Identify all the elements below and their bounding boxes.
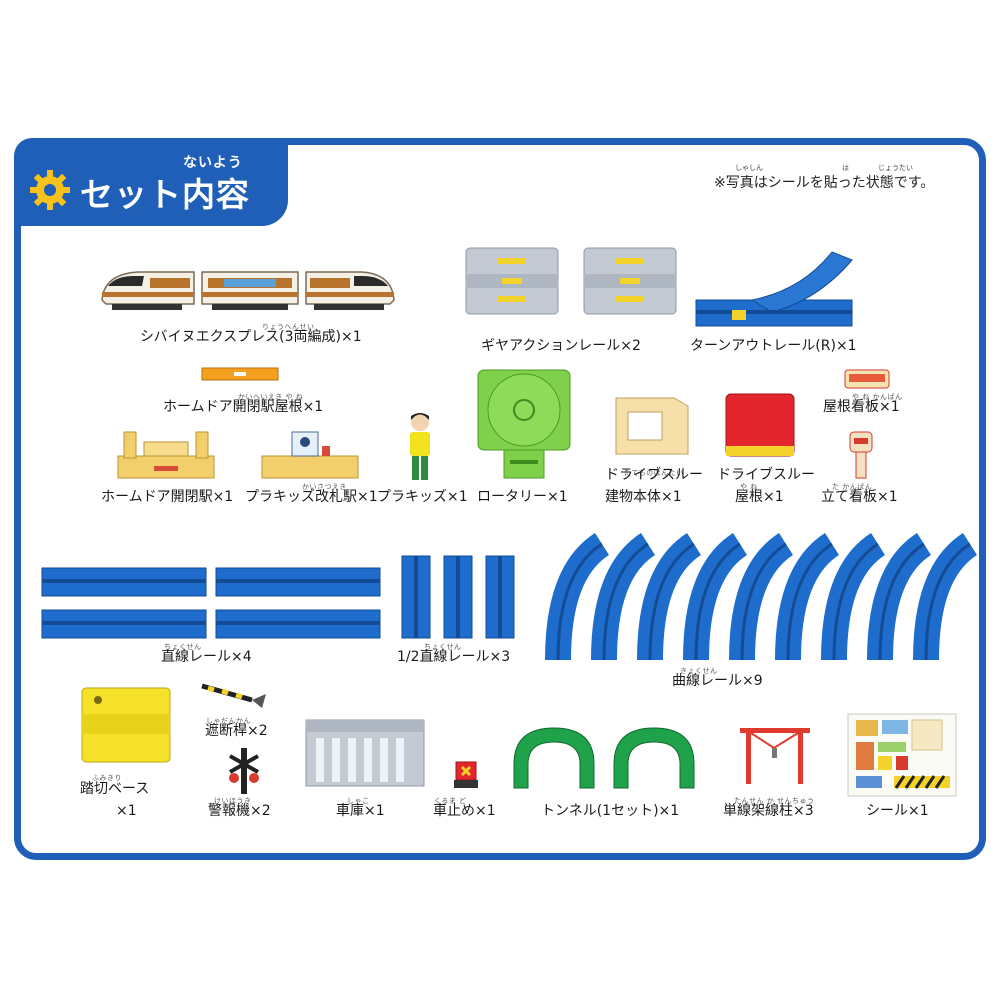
- crossing-base-label-1: 踏切ベース: [80, 781, 150, 797]
- crossing-base: [81, 687, 171, 763]
- ticket-gate-label: プラキッズ改札駅×1: [245, 489, 378, 505]
- shed-label: 車庫×1: [336, 803, 385, 819]
- drive-through-building: [615, 397, 689, 455]
- pole-label: 単線架線柱×3: [723, 803, 814, 819]
- home-roof-label: ホームドア開閉駅屋根×1: [163, 399, 324, 415]
- straight-ruby: ちょくせん: [164, 643, 202, 651]
- home-roof-ruby: かいへいえき や ね: [238, 393, 304, 401]
- stand-sign-ruby: た かんばん: [832, 483, 873, 491]
- alarm-ruby: けいほうき: [214, 797, 252, 805]
- straight-label: 直線レール×4: [161, 649, 252, 665]
- drive-roof-label-2: 屋根×1: [735, 489, 784, 505]
- drive-roof-ruby: や ね: [740, 483, 758, 491]
- barrier-ruby: しゃだんかん: [206, 717, 251, 725]
- sticker-sheet: [847, 713, 957, 797]
- tunnel-label: トンネル(1セット)×1: [541, 803, 680, 819]
- rotary-label: ロータリー×1: [477, 489, 568, 505]
- shed-ruby: しゃこ: [347, 797, 370, 805]
- half-straight-label: 1/2直線レール×3: [397, 649, 511, 665]
- overhead-line-pole: [740, 728, 810, 784]
- plakids-label: プラキッズ×1: [377, 489, 468, 505]
- straight-rails: [41, 567, 381, 639]
- turnout-rail: [695, 251, 853, 327]
- stopper-label: 車止め×1: [433, 803, 496, 819]
- alarm-label: 警報機×2: [208, 803, 271, 819]
- title-ruby: ないよう: [183, 155, 243, 171]
- curved-rails: [545, 533, 978, 661]
- drive-body-ruby: たてものほんたい: [624, 469, 684, 477]
- note-ruby: は: [842, 164, 849, 172]
- crossing-base-label-2: ×1: [116, 803, 137, 819]
- photo-note: ※写真はシールを貼った状態です。: [714, 175, 935, 191]
- roof-signboard: [844, 369, 890, 389]
- half-straight-ruby: ちょくせん: [424, 643, 462, 651]
- gear-rail-label: ギヤアクションレール×2: [481, 338, 641, 354]
- curve-ruby: きょくせん: [680, 667, 718, 675]
- drive-body-label-2: 建物本体×1: [605, 489, 682, 505]
- home-door-station-roof: [201, 367, 279, 381]
- roof-sign-label: 屋根看板×1: [823, 399, 900, 415]
- note-ruby: しゃしん: [735, 164, 763, 172]
- crossing-base-ruby: ふみきり: [92, 774, 122, 782]
- ticket-gate-ruby: かいさつえき: [302, 483, 347, 491]
- pole-ruby: たんせん か せんちゅう: [734, 797, 815, 805]
- note-ruby: じょうたい: [878, 164, 913, 172]
- train-shed: [305, 719, 425, 787]
- drive-through-roof: [725, 393, 795, 457]
- barrier-label: 遮断桿×2: [205, 723, 268, 739]
- standing-signboard: [849, 431, 873, 479]
- home-door-station: [117, 431, 215, 479]
- buffer-stop: [454, 761, 478, 788]
- stand-sign-label: 立て看板×1: [821, 489, 898, 505]
- page-title: セット内容: [80, 175, 250, 214]
- gear-icon: [30, 170, 70, 210]
- drive-body-label-1: ドライブスルー: [605, 467, 703, 483]
- train-ruby: りょうへんせい: [262, 323, 315, 331]
- gear-action-rail-1: [465, 247, 559, 315]
- half-straight-rails: [401, 555, 515, 639]
- train-label: シバイヌエクスプレス(3両編成)×1: [140, 329, 362, 345]
- roof-sign-ruby: や ね かんばん: [852, 393, 903, 401]
- home-station-label: ホームドア開閉駅×1: [101, 489, 234, 505]
- sticker-label: シール×1: [866, 803, 929, 819]
- tunnel-set: [513, 727, 695, 789]
- plakids-figure: [410, 413, 430, 480]
- stopper-ruby: くるま ど: [434, 797, 467, 805]
- crossing-alarm: [229, 748, 259, 794]
- rotary: [477, 369, 571, 479]
- shibainu-express-train: [101, 271, 395, 310]
- curve-label: 曲線レール×9: [672, 673, 763, 689]
- gear-action-rail-2: [583, 247, 677, 315]
- turnout-label: ターンアウトレール(R)×1: [690, 338, 857, 354]
- crossing-barrier: [201, 683, 266, 708]
- drive-roof-label-1: ドライブスルー: [717, 467, 815, 483]
- plakids-ticket-gate-station: [261, 431, 359, 479]
